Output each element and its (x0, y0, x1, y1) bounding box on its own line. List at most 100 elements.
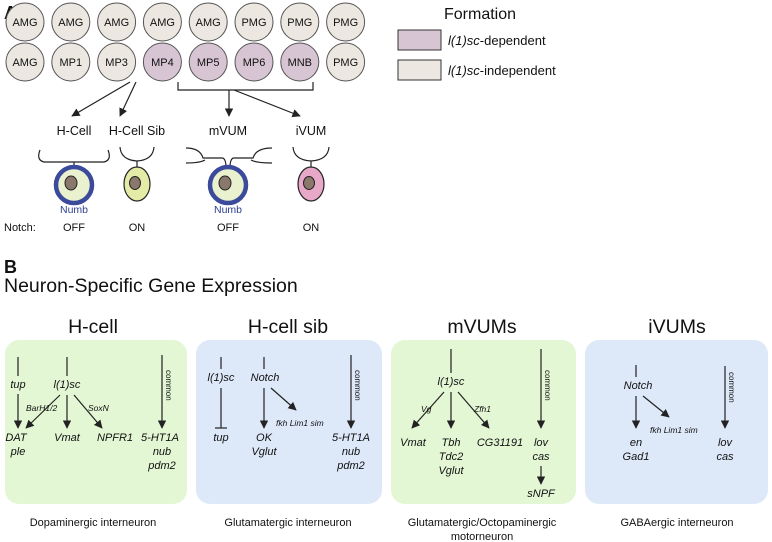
tf-fkh-sib: fkh Lim1 sim (276, 418, 324, 428)
box-title-hcell: H-cell (68, 316, 118, 338)
hcell-sib-neuron (119, 146, 155, 202)
neuroblast-circle (97, 2, 137, 42)
neuroblast-label: AMG (12, 17, 37, 29)
neuroblast-label: AMG (12, 57, 37, 69)
gene-tdc2: Tdc2 (439, 451, 463, 463)
neuroblast-circle (326, 2, 366, 42)
neuroblast-circle (234, 2, 274, 42)
gene-tup: tup (10, 379, 25, 391)
gene-notch-sib: Notch (251, 372, 280, 384)
legend-dependent-swatch (397, 29, 442, 51)
numb-label-mvum: Numb (214, 204, 242, 216)
neuroblast-circle (51, 2, 91, 42)
neuroblast-label: AMG (58, 17, 83, 29)
neuroblast-circle (5, 42, 45, 82)
neuroblast-label: AMG (196, 17, 221, 29)
gene-vglut-sib: Vglut (251, 446, 277, 458)
legend-independent-label: l(1)sc-independent (448, 63, 556, 78)
legend-independent-swatch (397, 59, 442, 81)
tf-fkh-ivum: fkh Lim1 sim (650, 425, 698, 435)
caption-hcell-sib: Glutamatergic interneuron (224, 517, 351, 529)
neuroblast-circle (234, 42, 274, 82)
neuron-label-mvum: mVUM (209, 124, 247, 138)
gene-tup-sib: tup (213, 432, 228, 444)
gene-l1sc-sib: l(1)sc (208, 372, 235, 384)
gene-5ht1a: 5-HT1A (141, 432, 179, 444)
gene-nub: nub (153, 446, 171, 458)
hcell-neuron: Numb (38, 149, 110, 216)
gene-gad1: Gad1 (623, 451, 650, 463)
box-title-ivums: iVUMs (648, 316, 706, 338)
tf-barh: BarH1/2 (26, 403, 57, 413)
common-label-sib: common (353, 370, 362, 401)
gene-dat: DAT (5, 432, 27, 444)
gene-lov-ivum: lov (718, 437, 734, 449)
gene-cg31191: CG31191 (477, 437, 523, 449)
box-hcell: H-cell tup l(1)sc BarH1/2 SoxN DAT ple V… (5, 316, 187, 529)
gene-l1sc-mvum: l(1)sc (438, 376, 465, 388)
gene-cas-ivum: cas (716, 451, 734, 463)
notch-state-hcell-sib: ON (129, 222, 146, 234)
neuroblast-label: PMG (333, 57, 358, 69)
neuroblast-circle (5, 2, 45, 42)
tf-zfh1: Zfh1 (473, 404, 491, 414)
neuroblast-circle (51, 42, 91, 82)
gene-tbh: Tbh (442, 437, 461, 449)
panel-b-title: Neuron-Specific Gene Expression (4, 275, 298, 297)
gene-en: en (630, 437, 642, 449)
box-mvums: mVUMs l(1)sc Vg Zfh1 Vmat Tbh Tdc2 Vglut… (391, 316, 576, 542)
gene-snpf: sNPF (527, 488, 556, 500)
gene-vmat: Vmat (54, 432, 81, 444)
box-ivums: iVUMs Notch fkh Lim1 sim en Gad1 common … (585, 316, 768, 529)
gene-vglut-mvum: Vglut (438, 465, 464, 477)
notch-state-ivum: ON (303, 222, 320, 234)
caption-hcell: Dopaminergic interneuron (30, 517, 157, 529)
neuroblast-label: MP6 (243, 57, 266, 69)
box-hcell-sib: H-cell sib l(1)sc tup Notch fkh Lim1 sim… (196, 316, 382, 529)
tf-vg: Vg (421, 404, 432, 414)
caption-mvums-line1: Glutamatergic/Octopaminergic (408, 517, 557, 529)
gene-l1sc: l(1)sc (54, 379, 81, 391)
neuroblast-circle (142, 2, 182, 42)
neuroblast-label: AMG (104, 17, 129, 29)
box-bg-ivums (585, 340, 768, 504)
box-title-hcell-sib: H-cell sib (248, 316, 328, 338)
neuroblast-circle (280, 2, 320, 42)
neuroblast-circle (326, 42, 366, 82)
numb-label-hcell: Numb (60, 204, 88, 216)
gene-nub-sib: nub (342, 446, 360, 458)
box-title-mvums: mVUMs (447, 316, 517, 338)
gene-notch-ivum: Notch (624, 380, 653, 392)
ivum-neuron (292, 146, 330, 202)
common-label-hcell: common (164, 370, 173, 401)
neuroblast-label: MP4 (151, 57, 174, 69)
tf-soxn: SoxN (88, 403, 110, 413)
neuron-label-ivum: iVUM (296, 124, 327, 138)
mvum-neuron: Numb (185, 147, 273, 216)
gene-pdm2: pdm2 (147, 460, 176, 472)
neuroblast-label: PMG (333, 17, 358, 29)
gene-pdm2-sib: pdm2 (336, 460, 365, 472)
caption-ivums: GABAergic interneuron (620, 517, 733, 529)
lineage-arrows (71, 81, 314, 118)
neuroblast-circle (280, 42, 320, 82)
legend-title: Formation (444, 6, 516, 23)
neuroblast-circle (142, 42, 182, 82)
neuroblast-label: PMG (287, 17, 312, 29)
neuroblast-circle (188, 2, 228, 42)
gene-vmat-mvum: Vmat (400, 437, 427, 449)
neuroblast-circle (97, 42, 137, 82)
gene-cas-mvum: cas (532, 451, 550, 463)
neuroblast-label: AMG (150, 17, 175, 29)
gene-ok: OK (256, 432, 273, 444)
neuroblast-row-1: AMG AMG AMG AMG AMG PMG PMG PMG (5, 2, 366, 42)
neuroblast-label: MP5 (197, 57, 220, 69)
common-label-ivum: common (727, 372, 736, 403)
gene-ple: ple (10, 446, 26, 458)
neuroblast-label: PMG (241, 17, 266, 29)
neuron-label-hcell: H-Cell (57, 124, 92, 138)
gene-lov-mvum: lov (534, 437, 550, 449)
neuroblast-circle (188, 42, 228, 82)
